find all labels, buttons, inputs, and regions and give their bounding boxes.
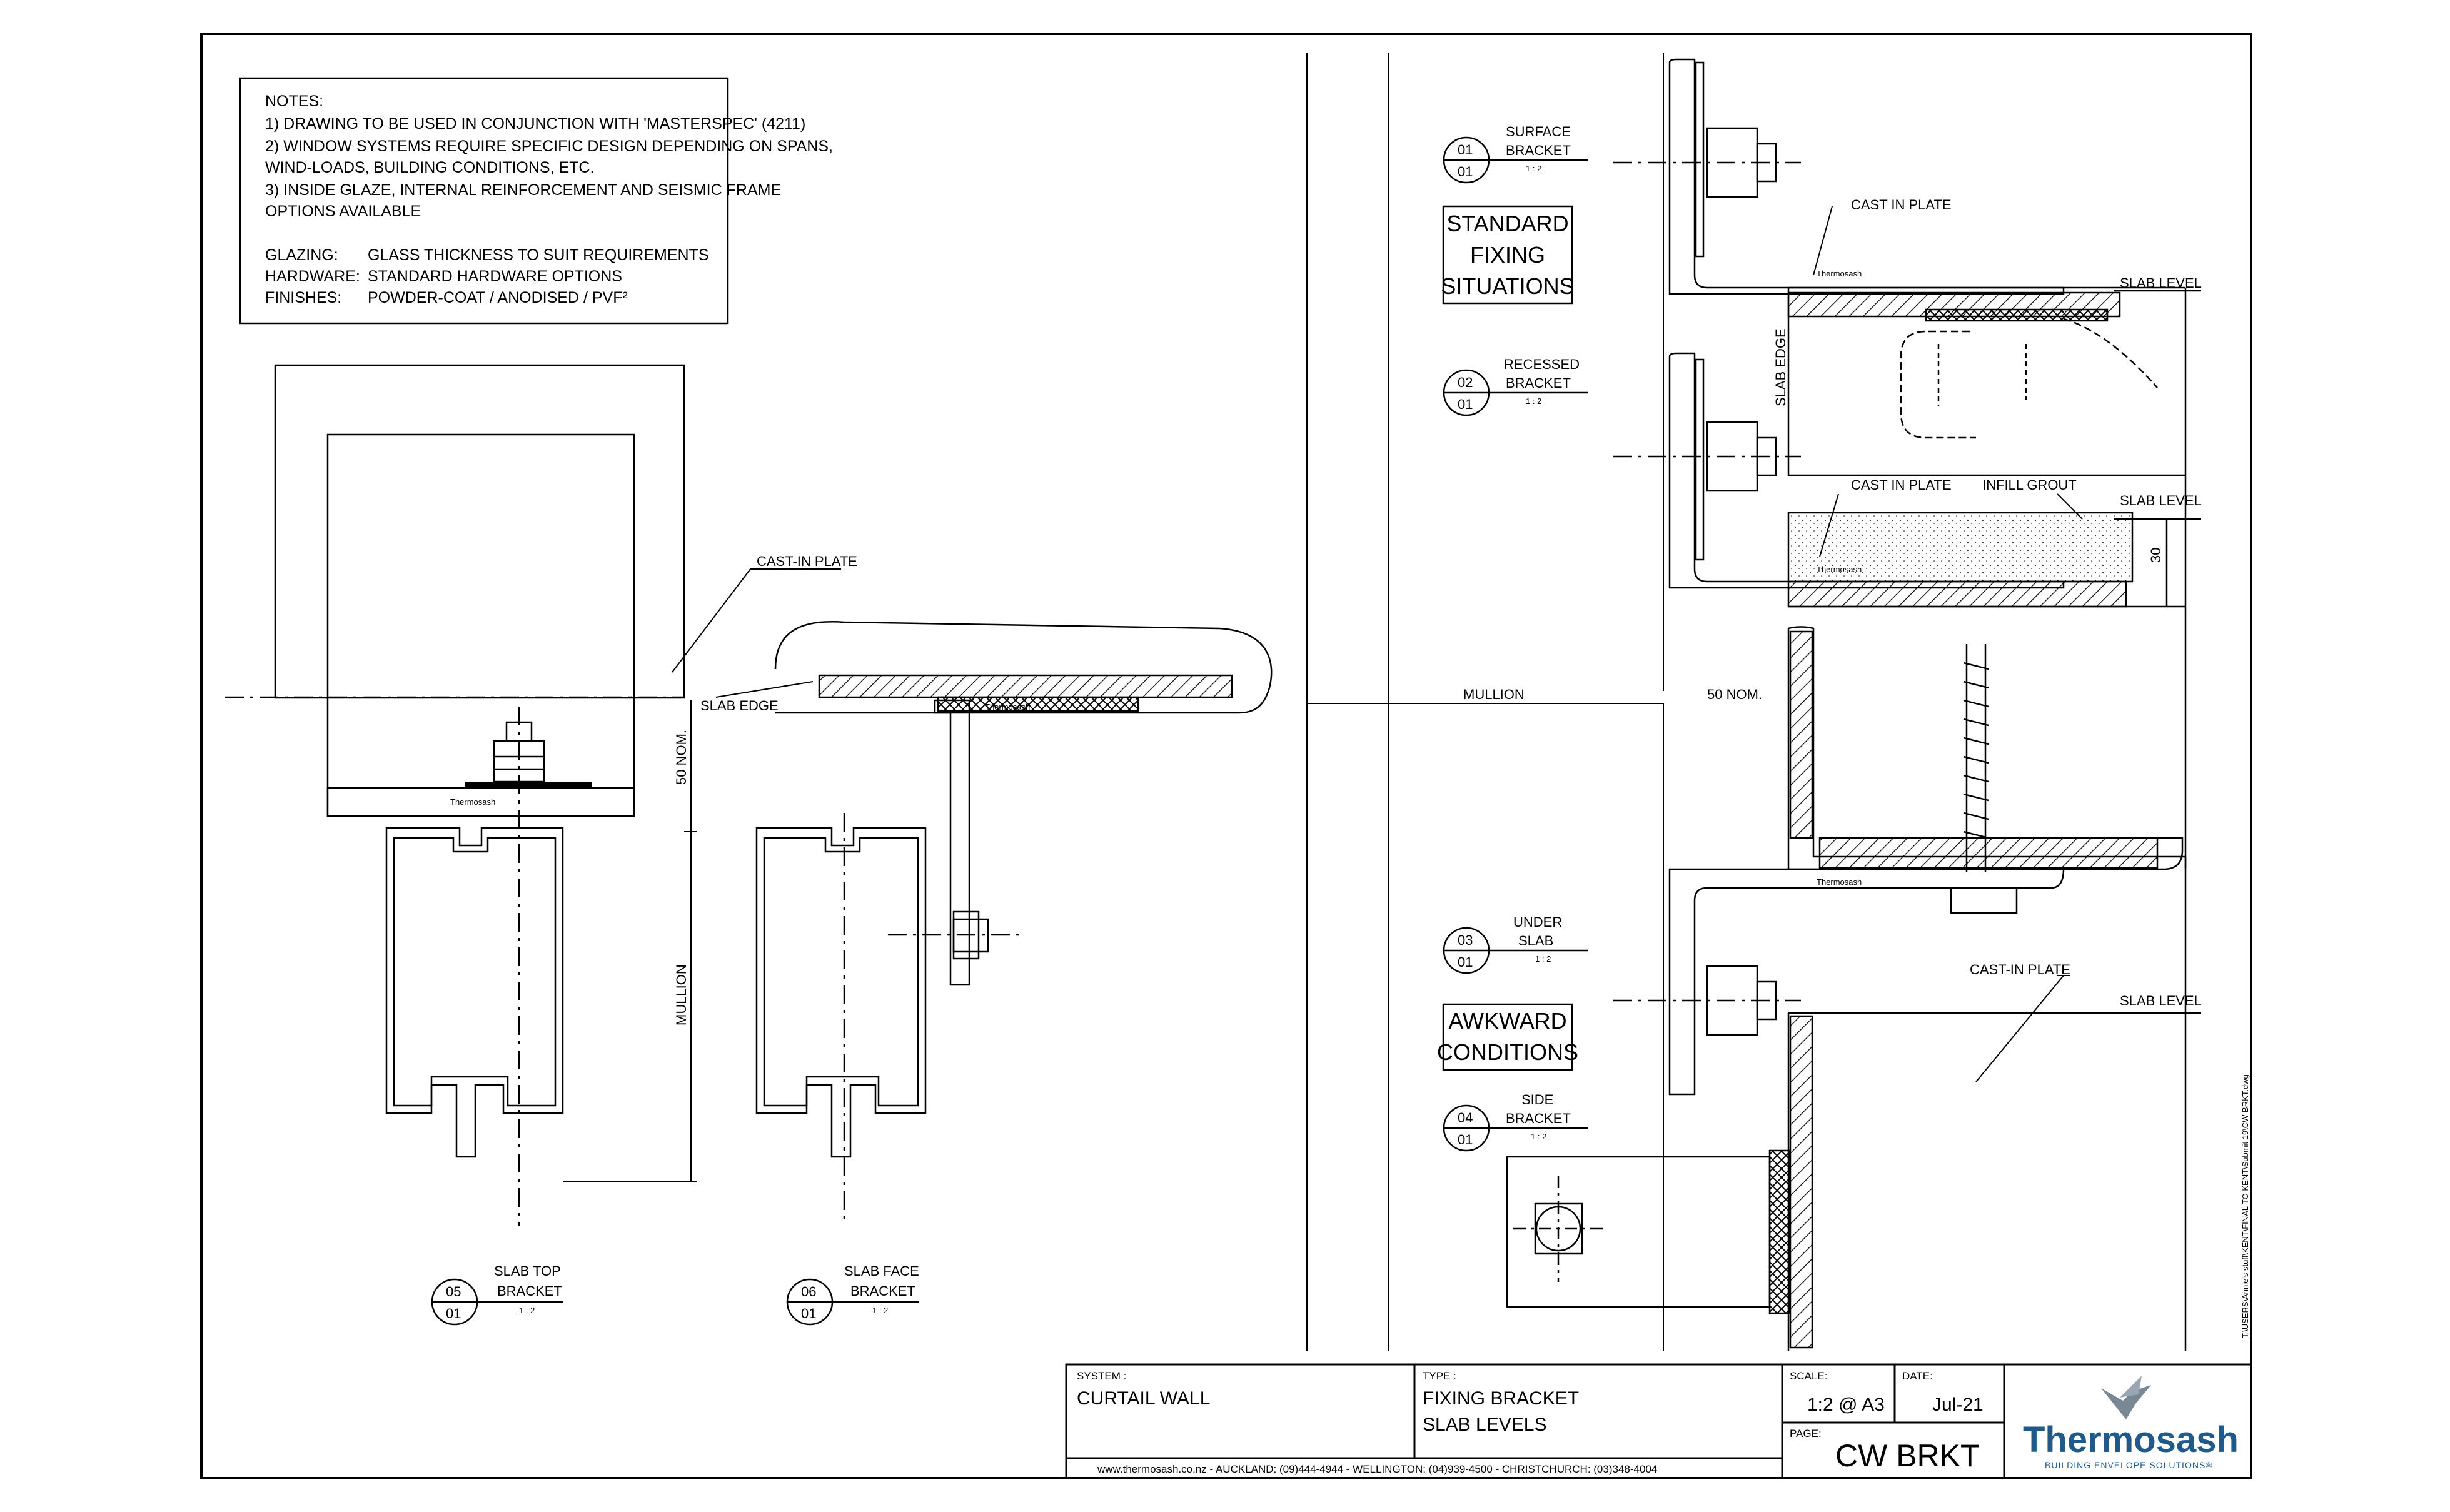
svg-text:FIXING: FIXING [1470, 242, 1545, 268]
brand-mark: Thermosash [985, 702, 1030, 712]
svg-text:01: 01 [1458, 164, 1473, 179]
svg-text:SLAB TOP: SLAB TOP [494, 1263, 561, 1279]
note-line: OPTIONS AVAILABLE [265, 203, 421, 220]
svg-text:1 : 2: 1 : 2 [519, 1306, 535, 1315]
label-cast-in-plate-left: CAST-IN PLATE [757, 553, 857, 569]
svg-text:BRACKET: BRACKET [850, 1283, 915, 1299]
svg-text:01: 01 [1458, 1132, 1473, 1147]
title-block [1065, 1363, 2252, 1479]
svg-text:1 : 2: 1 : 2 [1535, 954, 1551, 964]
notes-heading: NOTES: [265, 93, 323, 110]
detail-tag-02: 02 01 RECESSED BRACKET 1 : 2 [1443, 356, 1588, 416]
svg-text:STANDARD: STANDARD [1446, 211, 1568, 236]
brand-mark: Thermosash [450, 797, 495, 807]
svg-text:SIDE: SIDE [1521, 1092, 1553, 1107]
spec-value: STANDARD HARDWARE OPTIONS [368, 268, 622, 285]
svg-text:01: 01 [446, 1306, 461, 1321]
svg-text:UNDER: UNDER [1513, 914, 1562, 930]
svg-text:BRACKET: BRACKET [1506, 375, 1571, 391]
svg-text:1 : 2: 1 : 2 [1526, 164, 1541, 173]
type-value-2: SLAB LEVELS [1423, 1414, 1546, 1435]
svg-text:05: 05 [446, 1284, 461, 1299]
callout-awkward-conditions: AWKWARD CONDITIONS [1437, 1003, 1578, 1071]
svg-text:AWKWARD: AWKWARD [1448, 1008, 1566, 1034]
svg-text:01: 01 [1458, 954, 1473, 970]
svg-text:01: 01 [1458, 142, 1473, 158]
label-cast-in-plate-2: CAST IN PLATE [1851, 477, 1952, 493]
detail-slab-face-bracket [672, 568, 1273, 1226]
svg-text:1 : 2: 1 : 2 [1526, 396, 1541, 406]
label-slab-edge-left: SLAB EDGE [700, 698, 779, 713]
type-label: TYPE : [1423, 1370, 1456, 1382]
label-slab-edge-right: SLAB EDGE [1773, 328, 1788, 406]
svg-text:RECESSED: RECESSED [1504, 356, 1580, 372]
label-mullion-left: MULLION [673, 964, 689, 1026]
label-50-nom-center: 50 NOM. [1707, 687, 1762, 702]
svg-text:BRACKET: BRACKET [1506, 1111, 1571, 1126]
page-label: PAGE: [1790, 1428, 1822, 1439]
page-value: CW BRKT [1835, 1438, 1980, 1473]
svg-text:02: 02 [1458, 375, 1473, 390]
detail-slab-top-bracket [225, 364, 697, 1226]
label-50-nom-left: 50 NOM. [673, 730, 689, 785]
brand-mark: Thermosash [1817, 877, 1862, 887]
label-cast-in-plate-3: CAST-IN PLATE [1970, 962, 2070, 977]
type-value-1: FIXING BRACKET [1423, 1388, 1579, 1409]
mullion-reference-lines [1306, 53, 1664, 1351]
svg-text:1 : 2: 1 : 2 [1531, 1132, 1546, 1141]
note-line: 1) DRAWING TO BE USED IN CONJUNCTION WIT… [265, 115, 805, 133]
svg-text:SLAB FACE: SLAB FACE [844, 1263, 919, 1279]
contact-footer: www.thermosash.co.nz - AUCKLAND: (09)444… [1097, 1463, 1657, 1475]
note-line: WIND-LOADS, BUILDING CONDITIONS, ETC. [265, 159, 594, 176]
svg-text:BRACKET: BRACKET [497, 1283, 562, 1299]
svg-text:BRACKET: BRACKET [1506, 143, 1571, 158]
svg-text:01: 01 [1458, 396, 1473, 412]
callout-standard-fixing: STANDARD FIXING SITUATIONS [1441, 205, 1575, 305]
detail-surface-recessed-bracket [1506, 58, 2201, 1351]
notes-panel: NOTES: 1) DRAWING TO BE USED IN CONJUNCT… [239, 77, 833, 325]
label-dim-30: 30 [2148, 548, 2164, 563]
svg-text:01: 01 [801, 1306, 816, 1321]
note-line: 2) WINDOW SYSTEMS REQUIRE SPECIFIC DESIG… [265, 138, 833, 155]
system-label: SYSTEM : [1077, 1370, 1126, 1382]
label-slab-level-2: SLAB LEVEL [2120, 493, 2202, 508]
label-cast-in-plate-1: CAST IN PLATE [1851, 197, 1952, 213]
scale-value: 1:2 @ A3 [1807, 1394, 1885, 1415]
svg-text:1 : 2: 1 : 2 [872, 1306, 888, 1315]
label-slab-level-3: SLAB LEVEL [2120, 993, 2202, 1009]
detail-tag-06: 06 01 SLAB FACE BRACKET 1 : 2 [786, 1263, 919, 1326]
date-value: Jul-21 [1932, 1394, 1984, 1415]
svg-text:SLAB: SLAB [1518, 933, 1553, 949]
svg-text:SURFACE: SURFACE [1506, 124, 1571, 139]
detail-tag-05: 05 01 SLAB TOP BRACKET 1 : 2 [431, 1263, 563, 1326]
detail-tag-01: 01 01 SURFACE BRACKET 1 : 2 [1443, 124, 1588, 184]
bird-logo-icon [2101, 1376, 2151, 1419]
label-slab-level-1: SLAB LEVEL [2120, 275, 2202, 291]
svg-text:06: 06 [801, 1284, 816, 1299]
label-infill-grout: INFILL GROUT [1982, 477, 2077, 493]
logo-tagline: BUILDING ENVELOPE SOLUTIONS® [2045, 1460, 2213, 1470]
svg-text:04: 04 [1458, 1110, 1473, 1126]
file-path: T:\USERS\Annie's stuff\KENT\FINAL TO KEN… [2241, 1074, 2250, 1338]
detail-tag-04: 04 01 SIDE BRACKET 1 : 2 [1443, 1092, 1588, 1152]
detail-tag-03: 03 01 UNDER SLAB 1 : 2 [1443, 914, 1588, 974]
spec-key: FINISHES: [265, 289, 341, 306]
brand-mark: Thermosash [1817, 269, 1862, 278]
label-mullion-center: MULLION [1463, 687, 1525, 702]
spec-key: GLAZING: [265, 246, 338, 264]
scale-label: SCALE: [1790, 1370, 1827, 1382]
svg-text:SITUATIONS: SITUATIONS [1441, 273, 1574, 299]
spec-key: HARDWARE: [265, 268, 360, 285]
system-value: CURTAIL WALL [1077, 1388, 1210, 1409]
brand-mark: Thermosash [1817, 565, 1862, 574]
svg-text:CONDITIONS: CONDITIONS [1437, 1039, 1578, 1065]
logo-name: Thermosash [2023, 1419, 2239, 1460]
svg-text:03: 03 [1458, 932, 1473, 948]
spec-value: GLASS THICKNESS TO SUIT REQUIREMENTS [368, 246, 709, 264]
spec-value: POWDER-COAT / ANODISED / PVF² [368, 289, 628, 306]
detail-tags-right: 01 01 SURFACE BRACKET 1 : 2 02 01 RECESS… [1443, 124, 1588, 1152]
note-line: 3) INSIDE GLAZE, INTERNAL REINFORCEMENT … [265, 181, 781, 199]
date-label: DATE: [1902, 1370, 1933, 1382]
